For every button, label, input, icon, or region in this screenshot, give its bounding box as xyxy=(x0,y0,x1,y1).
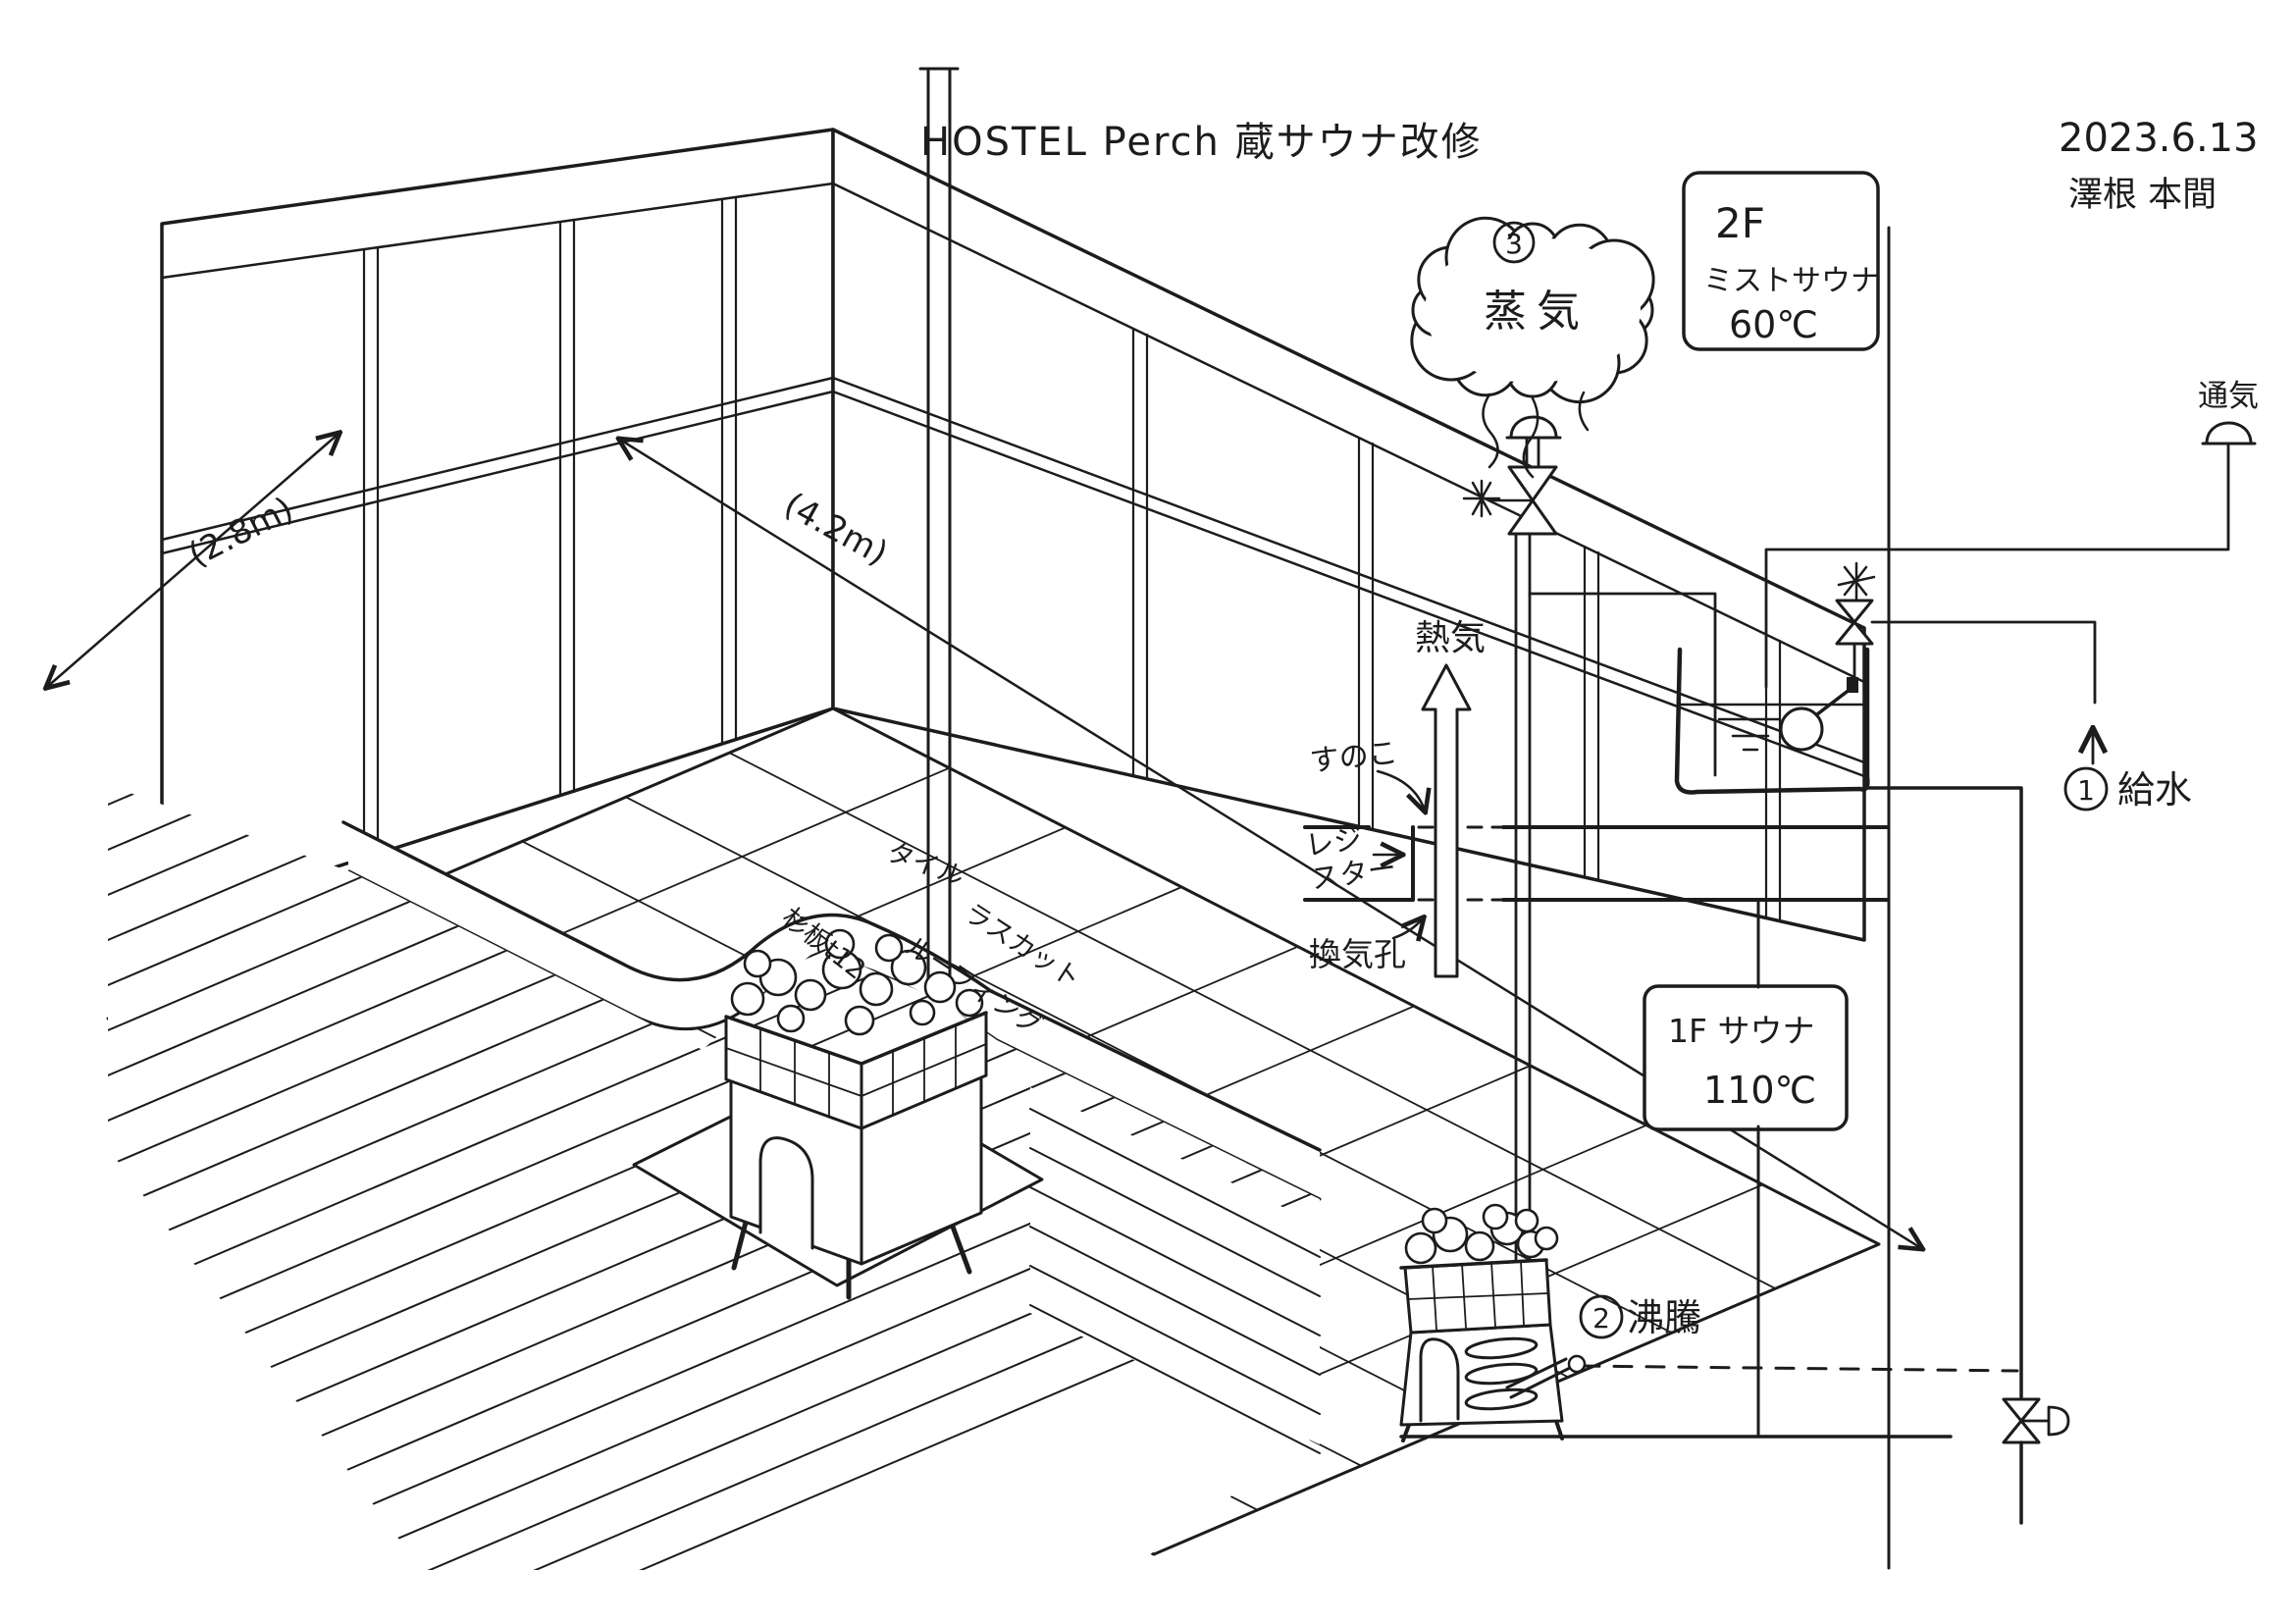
boiling-label: 沸騰 xyxy=(1627,1296,1701,1339)
vent-hole-label: 換気孔 xyxy=(1309,935,1406,973)
boiling-step: 2 沸騰 xyxy=(1579,1294,1701,1339)
sauna-rock xyxy=(909,999,936,1026)
hot-air-label: 熱気 xyxy=(1415,618,1486,658)
duckboard-pointer-arrow xyxy=(1376,769,1425,811)
duckboard-opening-dashes xyxy=(1417,825,1505,902)
sauna-rock xyxy=(1514,1208,1539,1233)
sauna-rock xyxy=(1404,1231,1437,1265)
sauna-rock xyxy=(844,1005,875,1036)
vent-pipe xyxy=(1764,442,2230,689)
sauna-rock xyxy=(743,949,772,978)
second-floor-slab xyxy=(1303,825,1889,902)
second-floor-box: 2F ミストサウナ 60℃ xyxy=(1682,171,1880,351)
register-label-line1: レジ xyxy=(1303,821,1364,863)
tank-vent: 通気 xyxy=(1764,379,2259,689)
plank-line xyxy=(108,1280,1320,1570)
step-1-circle xyxy=(2063,766,2109,812)
step-1-number: 1 xyxy=(2077,774,2095,807)
step-3-number: 3 xyxy=(1505,228,1523,260)
piping-schematic: 熱気 すのこ レジ スター 換気孔 蒸気 3 xyxy=(1303,171,2259,1570)
steam-cloud-group: 蒸気 3 xyxy=(1410,216,1655,479)
hot-air-flow: 熱気 xyxy=(1415,618,1486,978)
sauna-rock xyxy=(1464,1230,1495,1262)
first-floor-box: 1F サウナ 110℃ xyxy=(1643,984,1849,1131)
dimension-arrow-2-8m xyxy=(47,434,339,687)
steam-valve-handwheel xyxy=(1462,479,1535,518)
boil-feed-line xyxy=(1580,1364,2019,1373)
float-valve-body xyxy=(1847,677,1858,693)
sauna-rock xyxy=(859,971,894,1007)
riser-pipe xyxy=(1514,532,1532,1268)
second-floor-temp: 60℃ xyxy=(1729,303,1818,346)
sauna-rock xyxy=(1534,1226,1559,1251)
stove-arch-schematic xyxy=(1419,1337,1460,1423)
supply-pipe xyxy=(1870,620,2097,705)
basket-grid-schematic xyxy=(1407,1260,1549,1331)
tank-outlet-pipe xyxy=(1865,786,2070,1525)
plank-line xyxy=(1029,1304,1321,1454)
sauna-rock xyxy=(1482,1203,1509,1230)
slab-annotations: すのこ レジ スター 換気孔 xyxy=(1303,736,1425,973)
tank-outline xyxy=(1674,647,1870,795)
float-arm xyxy=(1815,687,1852,716)
tank-dip-tube xyxy=(1528,592,1717,777)
vent-cap xyxy=(2201,421,2257,445)
step-2-circle xyxy=(1579,1294,1624,1339)
hot-air-arrow xyxy=(1421,663,1472,978)
steam-head xyxy=(1505,415,1562,440)
cloud-fill xyxy=(1425,237,1641,383)
second-floor-name: ミストサウナ xyxy=(1703,264,1880,298)
first-floor-temp: 110℃ xyxy=(1703,1069,1816,1112)
header: HOSTEL Perch 蔵サウナ改修 2023.6.13 澤根 本間 xyxy=(920,116,2259,215)
stove-legs-schematic xyxy=(1401,1419,1564,1442)
sauna-rocks-schematic xyxy=(1404,1203,1559,1265)
sauna-stove-schematic xyxy=(1399,1203,1587,1442)
plank-line xyxy=(108,785,1320,986)
authors: 澤根 本間 xyxy=(2068,176,2217,215)
sauna-rock xyxy=(1421,1207,1448,1234)
drain-valve-handle xyxy=(2019,1405,2070,1437)
heating-coil xyxy=(1464,1336,1539,1411)
step-2-number: 2 xyxy=(1592,1302,1610,1335)
date: 2023.6.13 xyxy=(2059,116,2259,161)
steam-label: 蒸気 xyxy=(1484,287,1590,337)
sauna-rock xyxy=(874,933,904,963)
steam-wisps xyxy=(1482,391,1590,479)
sauna-rock xyxy=(794,978,827,1012)
water-supply: 1 給水 xyxy=(1870,620,2192,812)
vent-label: 通気 xyxy=(2198,379,2259,414)
first-floor-name: 1F サウナ xyxy=(1668,1012,1814,1050)
water-tank xyxy=(1674,561,1876,795)
supply-valve-handwheel xyxy=(1837,561,1876,601)
sauna-rock xyxy=(776,1004,806,1033)
second-floor-label: 2F xyxy=(1715,199,1765,247)
step-3-circle xyxy=(1492,221,1536,264)
plank-line xyxy=(108,785,1320,1031)
supply-shutoff-valve xyxy=(1835,599,1874,646)
plank-line xyxy=(1029,1265,1321,1415)
steam-cloud xyxy=(1410,216,1655,404)
coil-outlet-pipe xyxy=(1505,1357,1572,1399)
supply-label: 給水 xyxy=(2117,768,2192,812)
water-level-mark xyxy=(1717,717,1782,752)
float-ball xyxy=(1779,707,1824,752)
stove-firebox-arch xyxy=(758,1136,814,1250)
steam-riser xyxy=(1462,415,1717,1268)
page-title: HOSTEL Perch 蔵サウナ改修 xyxy=(920,120,1483,165)
vent-hole-pointer-arrow xyxy=(1391,918,1423,938)
sauna-rock xyxy=(730,981,765,1017)
